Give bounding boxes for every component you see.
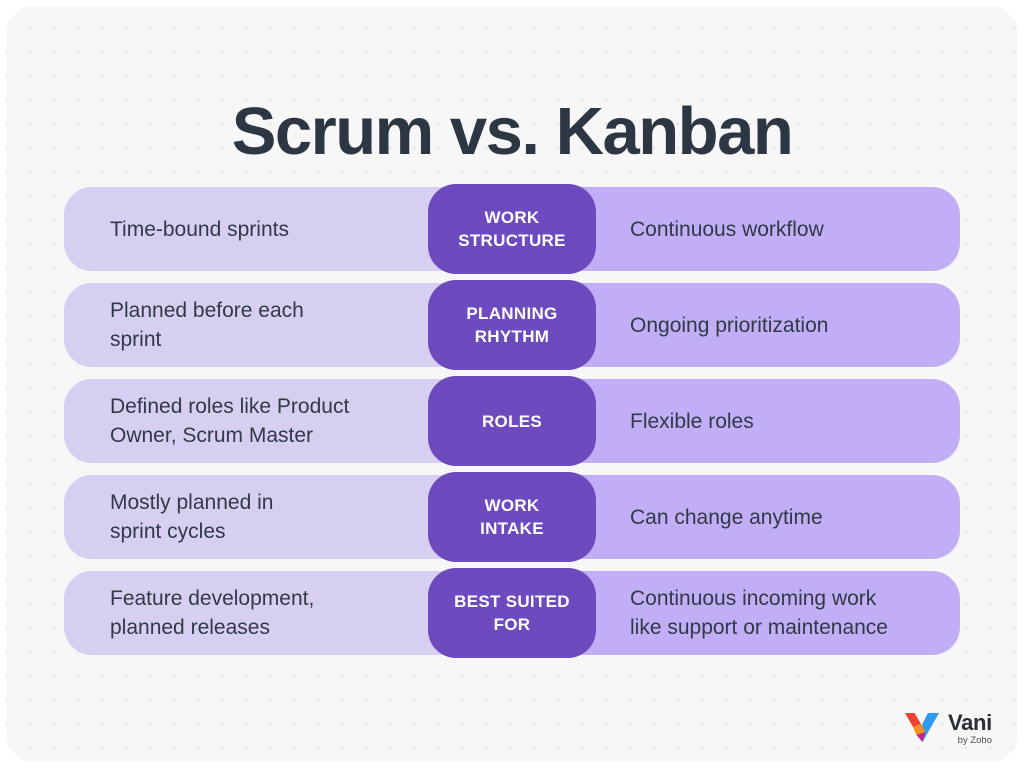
- table-row: Mostly planned in sprint cycles Can chan…: [64, 472, 960, 562]
- category-pill: BEST SUITED FOR: [428, 568, 596, 658]
- vani-byline: by Zoho: [957, 735, 992, 746]
- vani-logo: Vani by Zoho: [904, 712, 992, 746]
- table-row: Planned before each sprint Ongoing prior…: [64, 280, 960, 370]
- vani-wordmark: Vani by Zoho: [947, 710, 992, 747]
- category-pill: WORK INTAKE: [428, 472, 596, 562]
- vani-logo-icon: [904, 712, 940, 746]
- kanban-cell: Can change anytime: [512, 475, 960, 559]
- page-title: Scrum vs. Kanban: [231, 93, 794, 169]
- category-pill: PLANNING RHYTHM: [428, 280, 596, 370]
- vani-name: Vani: [947, 710, 992, 735]
- table-row: Defined roles like Product Owner, Scrum …: [64, 376, 960, 466]
- table-row: Time-bound sprints Continuous workflow W…: [64, 184, 960, 274]
- comparison-table: Time-bound sprints Continuous workflow W…: [64, 184, 960, 667]
- category-pill: WORK STRUCTURE: [428, 184, 596, 274]
- category-pill: ROLES: [428, 376, 596, 466]
- table-row: Feature development, planned releases Co…: [64, 568, 960, 658]
